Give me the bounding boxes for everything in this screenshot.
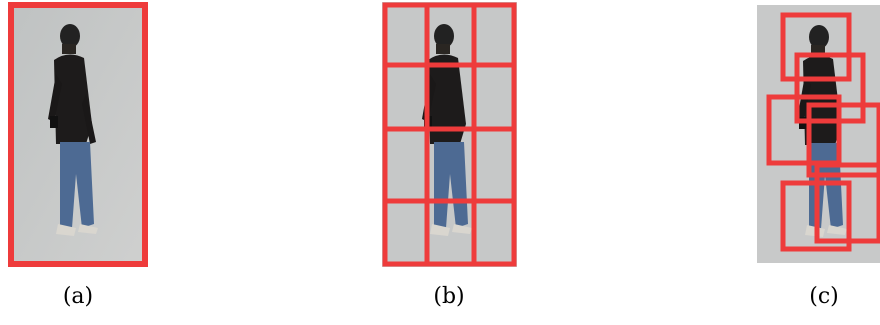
pedestrian-image-a [8,2,148,267]
part-box-torso [794,52,866,124]
part-box-feet [814,162,880,244]
person-figure [48,24,98,236]
part-box-head [780,12,852,82]
full-body-box [8,2,148,267]
grid-overlay [382,2,517,267]
part-box-right [806,102,880,178]
caption-a: (a) [62,284,94,309]
caption-c: (c) [809,284,839,309]
part-boxes-overlay [766,12,880,252]
caption-b: (b) [433,284,465,309]
part-box-left [766,94,842,166]
pedestrian-image-b [382,2,517,267]
